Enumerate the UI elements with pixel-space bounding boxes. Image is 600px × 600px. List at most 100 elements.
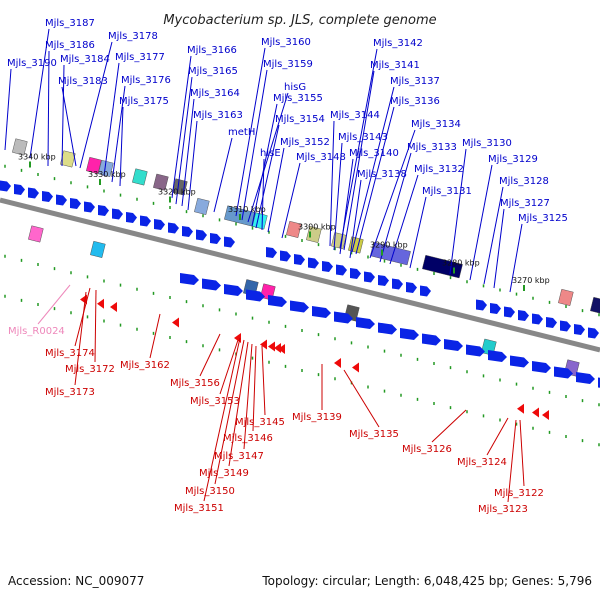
forward-gene-label: Mjls_3142 <box>373 38 423 49</box>
forward-gene-arrow <box>350 268 361 279</box>
forward-gene-arrow <box>356 317 375 329</box>
forward-gene-arrow <box>554 366 573 379</box>
forward-gene-label: Mjls_3133 <box>407 142 457 153</box>
forward-gene-label: hisE <box>260 148 281 159</box>
feature-box <box>86 156 102 174</box>
forward-gene-arrow <box>364 271 375 283</box>
reverse-gene-arrow <box>274 343 281 353</box>
forward-gene-arrow <box>532 313 543 325</box>
forward-gene-label: Mjls_3132 <box>414 164 464 175</box>
forward-gene-leader <box>181 98 195 207</box>
forward-gene-label: Mjls_3140 <box>349 148 399 159</box>
forward-gene-arrow <box>400 328 419 340</box>
forward-gene-label: Mjls_3127 <box>500 198 550 209</box>
reverse-gene-leader <box>252 345 257 432</box>
feature-box <box>252 212 268 230</box>
forward-gene-arrow <box>112 208 123 220</box>
reverse-gene-label: Mjls_R0024 <box>8 326 65 337</box>
forward-gene-arrow <box>574 324 585 335</box>
forward-gene-leader <box>333 142 343 251</box>
forward-gene-leader <box>493 208 505 289</box>
reverse-gene-leader <box>74 291 87 386</box>
forward-gene-arrow <box>490 303 501 314</box>
reverse-gene-leader <box>37 284 71 325</box>
forward-gene-leader <box>343 70 375 251</box>
reverse-gene-arrow <box>532 407 539 418</box>
scale-label: 3340 kbp <box>18 153 56 162</box>
forward-gene-leader <box>175 76 193 205</box>
forward-gene-arrow <box>546 317 557 328</box>
scale-label: 3300 kbp <box>298 223 336 232</box>
reverse-gene-label: Mjls_3153 <box>190 396 240 407</box>
forward-gene-arrow <box>266 247 277 258</box>
forward-gene-arrow <box>378 322 397 335</box>
reverse-gene-arrow <box>352 362 359 373</box>
forward-gene-label: Mjls_3141 <box>370 60 420 71</box>
forward-gene-arrow <box>168 222 179 234</box>
forward-gene-label: Mjls_3152 <box>280 137 330 148</box>
forward-gene-arrow <box>268 295 287 307</box>
forward-gene-leader <box>281 162 301 239</box>
forward-gene-arrow <box>28 187 39 199</box>
forward-gene-leader <box>119 106 124 187</box>
accession-text: Accession: NC_009077 <box>8 574 145 588</box>
reverse-gene-label: Mjls_3156 <box>170 378 220 389</box>
forward-gene-label: Mjls_3154 <box>275 114 325 125</box>
forward-gene-arrow <box>246 289 265 302</box>
reverse-gene-leader <box>486 417 509 456</box>
reverse-gene-label: Mjls_3151 <box>174 503 224 514</box>
reverse-gene-label: Mjls_3126 <box>402 444 452 455</box>
reverse-gene-label: Mjls_3150 <box>185 486 235 497</box>
reverse-gene-arrow <box>260 339 267 350</box>
genome-summary-text: Topology: circular; Length: 6,048,425 bp… <box>262 574 592 588</box>
reverse-gene-label: Mjls_3135 <box>349 429 399 440</box>
forward-gene-arrow <box>518 310 529 321</box>
forward-gene-label: Mjls_3159 <box>263 59 313 70</box>
forward-gene-label: Mjls_3187 <box>45 18 95 29</box>
reverse-gene-label: Mjls_3162 <box>120 360 170 371</box>
forward-gene-label: Mjls_3178 <box>108 31 158 42</box>
forward-gene-arrow <box>224 236 235 248</box>
forward-gene-arrow <box>294 254 305 265</box>
forward-gene-leader <box>509 223 523 293</box>
forward-gene-leader <box>351 86 395 253</box>
forward-gene-arrow <box>588 327 599 339</box>
reverse-gene-leader <box>149 313 161 359</box>
forward-gene-label: Mjls_3138 <box>357 169 407 180</box>
forward-gene-arrow <box>126 212 137 223</box>
scale-label: 3290 kbp <box>370 241 408 250</box>
forward-gene-label: metH <box>228 127 255 138</box>
forward-gene-arrow <box>476 299 487 311</box>
forward-gene-leader <box>255 124 280 229</box>
forward-gene-leader <box>111 85 126 183</box>
forward-gene-leader <box>213 137 233 213</box>
forward-gene-leader <box>483 186 504 285</box>
forward-gene-arrow <box>140 215 151 227</box>
feature-box <box>28 225 44 243</box>
forward-gene-arrow <box>312 306 331 318</box>
feature-box <box>306 225 322 243</box>
reverse-gene-arrow <box>110 302 117 312</box>
forward-gene-arrow <box>504 306 515 318</box>
forward-gene-arrow <box>560 320 571 332</box>
forward-gene-leader <box>187 120 198 211</box>
forward-gene-leader <box>79 41 113 169</box>
forward-gene-leader <box>339 158 354 255</box>
forward-gene-label: Mjls_3137 <box>390 76 440 87</box>
forward-gene-arrow <box>182 226 193 237</box>
forward-gene-leader <box>267 147 285 233</box>
forward-gene-arrow <box>420 285 431 297</box>
forward-gene-leader <box>29 28 50 159</box>
forward-gene-arrow <box>510 355 529 368</box>
forward-gene-arrow <box>0 180 11 192</box>
scale-label: 3310 kbp <box>228 205 266 214</box>
feature-box <box>132 168 148 186</box>
reverse-gene-leader <box>243 343 253 450</box>
forward-gene-arrow <box>154 219 165 230</box>
forward-gene-arrow <box>98 205 109 216</box>
forward-gene-arrow <box>336 264 347 276</box>
forward-gene-arrow <box>196 229 207 241</box>
forward-gene-label: Mjls_3166 <box>187 45 237 56</box>
reverse-gene-leader <box>261 345 266 416</box>
